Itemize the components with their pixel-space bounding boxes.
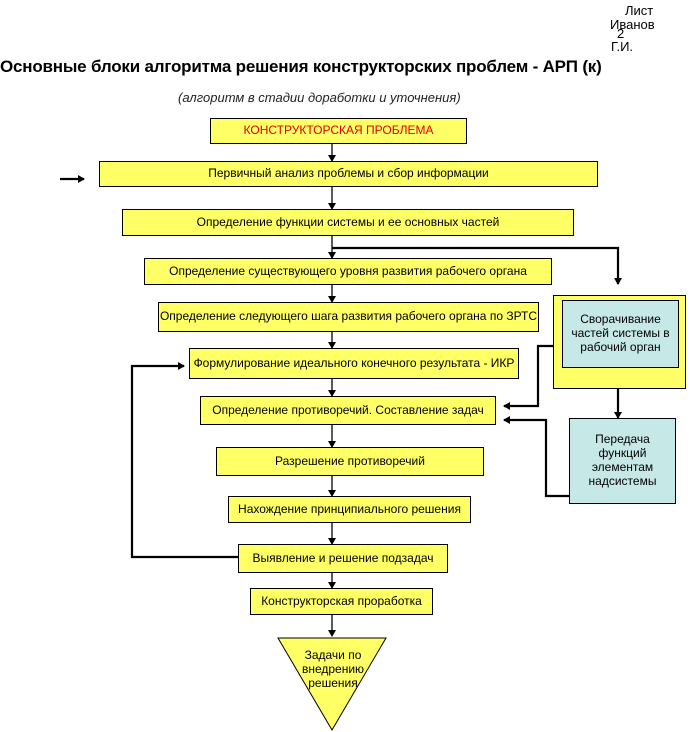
step-current-level: Определение существующего уровня развити…	[144, 258, 552, 285]
step-design: Конструкторская проработка	[250, 588, 433, 615]
step-functions: Определение функции системы и ее основны…	[122, 209, 574, 236]
step-next-step: Определение следующего шага развития раб…	[158, 302, 539, 332]
step-implementation: Задачи по внедрению решения	[301, 648, 365, 690]
step-resolve: Разрешение противоречий	[216, 447, 484, 476]
step-problem: КОНСТРУКТОРСКАЯ ПРОБЛЕМА	[210, 118, 467, 144]
step-analysis: Первичный анализ проблемы и сбор информа…	[99, 161, 598, 187]
sheet-number: 2	[617, 26, 625, 41]
page-subtitle: (алгоритм в стадии доработки и уточнения…	[178, 90, 461, 105]
side-collapse: Сворачивание частей системы в рабочий ор…	[562, 300, 679, 368]
author-initials: Г.И.	[611, 39, 634, 54]
step-principle: Нахождение принципиального решения	[228, 496, 471, 523]
step-contradictions: Определение противоречий. Составление за…	[200, 396, 496, 425]
collapse-container: Сворачивание частей системы в рабочий ор…	[553, 295, 686, 389]
page-title: Основные блоки алгоритма решения констру…	[0, 57, 602, 76]
step-ideal-result: Формулирование идеального конечного резу…	[189, 348, 519, 379]
step-subtasks: Выявление и решение подзадач	[238, 544, 448, 573]
side-transfer: Передача функций элементам надсистемы	[569, 418, 676, 504]
author-surname: Иванов	[610, 17, 655, 32]
sheet-label: Лист	[625, 3, 654, 18]
